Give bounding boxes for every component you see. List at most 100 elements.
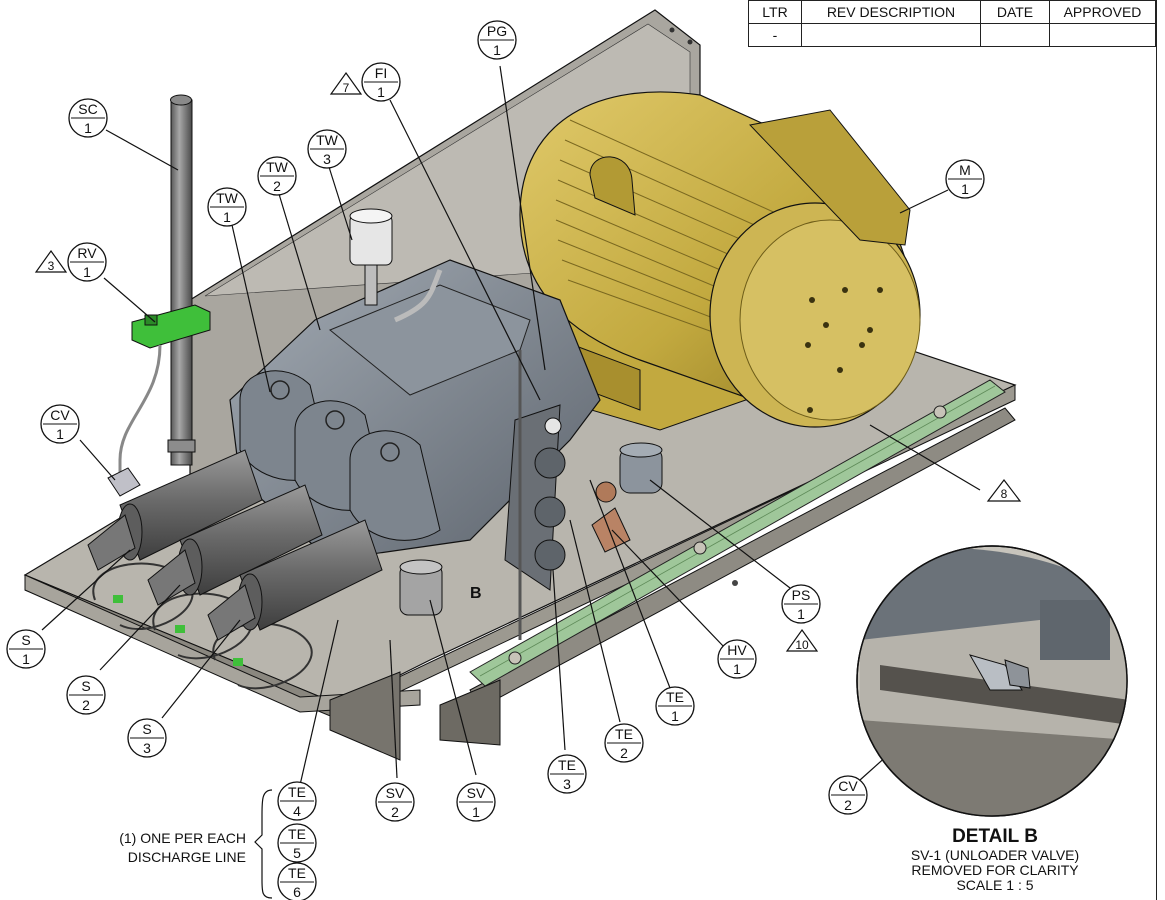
callout-tw1: TW1 xyxy=(207,187,247,227)
revision-flag-3-label: 3 xyxy=(48,259,55,273)
callout-te1-number: 1 xyxy=(671,708,679,724)
callout-te4-number: 4 xyxy=(293,803,301,819)
callout-te6-number: 6 xyxy=(293,884,301,900)
revision-flag-10-label: 10 xyxy=(795,638,809,652)
callout-hv1: HV 1 xyxy=(717,639,757,679)
revision-flag-7: 7 xyxy=(329,71,363,95)
callout-te6-tag: TE xyxy=(288,865,306,881)
revision-flag-3: 3 xyxy=(34,249,68,273)
callout-te3-tag: TE xyxy=(558,757,576,773)
callout-tw1-number: 1 xyxy=(223,209,231,225)
callout-te2-tag: TE xyxy=(615,726,633,742)
callout-hv1-tag: HV xyxy=(727,642,747,658)
suction-tank xyxy=(399,559,443,616)
callout-fi1-number: 1 xyxy=(377,84,385,100)
callout-rv1-tag: RV xyxy=(77,245,97,261)
callout-tw2-tag: TW xyxy=(266,159,289,175)
check-valve xyxy=(107,467,141,497)
pressure-switch xyxy=(619,442,663,494)
callout-m1-tag: M xyxy=(959,162,971,178)
callout-te6: TE 6 xyxy=(277,862,317,900)
rev-col-description: REV DESCRIPTION xyxy=(801,0,981,24)
callout-pg1: PG 1 xyxy=(477,20,517,60)
section-letter-b: B xyxy=(470,585,482,602)
relief-valve xyxy=(118,304,211,480)
callout-ps1-tag: PS xyxy=(792,587,811,603)
callout-te5-tag: TE xyxy=(288,826,306,842)
callout-te4: TE 4 xyxy=(277,781,317,821)
gauge-panel xyxy=(504,350,566,640)
callout-cv1-tag: CV xyxy=(50,407,70,423)
callout-te1: TE 1 xyxy=(655,686,695,726)
callout-sv2-tag: SV xyxy=(386,785,405,801)
callout-sc1: SC 1 xyxy=(68,98,108,138)
pump-block xyxy=(229,208,601,561)
callout-m1-number: 1 xyxy=(961,181,969,197)
callout-cv1-number: 1 xyxy=(56,426,64,442)
detail-line-3: SCALE 1 : 5 xyxy=(956,877,1034,893)
callout-ps1-number: 1 xyxy=(797,606,805,622)
balloon-callouts: SC1RV13TW1TW2TW3FI17PG1M1CV1S1S2S3TE4TE5… xyxy=(6,20,985,900)
callout-s2-number: 2 xyxy=(82,697,90,713)
callout-te3: TE 3 xyxy=(547,754,587,794)
callout-tw2-number: 2 xyxy=(273,178,281,194)
callout-sv1: SV 1 xyxy=(456,782,496,822)
callout-pg1-number: 1 xyxy=(493,42,501,58)
rev-description-value xyxy=(801,23,981,47)
rev-col-ltr: LTR xyxy=(748,0,802,24)
detail-line-2: REMOVED FOR CLARITY xyxy=(911,862,1079,878)
callout-sv1-tag: SV xyxy=(467,785,486,801)
drawing-frame-edge xyxy=(1156,0,1157,900)
rev-approved-value xyxy=(1049,23,1156,47)
callout-sv1-number: 1 xyxy=(472,804,480,820)
callout-s3-tag: S xyxy=(142,721,151,737)
callout-m1: M1 xyxy=(945,159,985,199)
callout-te3-number: 3 xyxy=(563,776,571,792)
callout-ps1: PS 1 10 xyxy=(781,584,821,652)
callout-s2-tag: S xyxy=(81,678,90,694)
callout-te5: TE 5 xyxy=(277,823,317,863)
hand-valve xyxy=(591,481,631,553)
callout-sc1-number: 1 xyxy=(84,120,92,136)
detail-title: DETAIL B xyxy=(952,826,1038,847)
callout-s3: S3 xyxy=(127,718,167,758)
svg-text:8: 8 xyxy=(1001,487,1008,501)
callout-te1-tag: TE xyxy=(666,689,684,705)
callout-tw2: TW 2 xyxy=(257,156,297,196)
note-line-1: (1) ONE PER EACH xyxy=(119,830,246,846)
callout-cv1: CV 1 xyxy=(40,404,80,444)
detail-b-view xyxy=(856,545,1128,817)
callout-s3-number: 3 xyxy=(143,740,151,756)
rev-col-approved: APPROVED xyxy=(1049,0,1156,24)
standpipe-column xyxy=(167,94,196,466)
detail-b-caption: DETAIL B SV-1 (UNLOADER VALVE) REMOVED F… xyxy=(890,826,1100,893)
callout-pg1-tag: PG xyxy=(487,23,507,39)
callout-cv2-tag: CV xyxy=(838,778,858,794)
note-bracket xyxy=(254,789,273,899)
callout-hv1-number: 1 xyxy=(733,661,741,677)
callout-cv2: CV2 xyxy=(828,775,868,815)
callout-tw3: TW 3 xyxy=(307,129,347,169)
callout-rv1: RV 1 3 xyxy=(34,242,107,282)
callout-te5-number: 5 xyxy=(293,845,301,861)
callout-sc1-tag: SC xyxy=(78,101,97,117)
callout-s1-number: 1 xyxy=(22,651,30,667)
callout-sv2: SV 2 xyxy=(375,782,415,822)
detail-line-1: SV-1 (UNLOADER VALVE) xyxy=(910,847,1080,863)
callout-tw3-number: 3 xyxy=(323,151,331,167)
revision-table: LTR REV DESCRIPTION DATE APPROVED - xyxy=(748,0,1156,47)
callout-rv1-number: 1 xyxy=(83,264,91,280)
callout-s1-tag: S xyxy=(21,632,30,648)
revision-flag-10: 10 xyxy=(785,628,819,652)
callout-s1: S1 xyxy=(6,629,46,669)
callout-te2: TE 2 xyxy=(604,723,644,763)
callout-te2-number: 2 xyxy=(620,745,628,761)
callout-sv2-number: 2 xyxy=(391,804,399,820)
discharge-note: (1) ONE PER EACH DISCHARGE LINE xyxy=(100,829,246,867)
callout-fi1: FI 17 xyxy=(329,62,401,102)
callout-te4-tag: TE xyxy=(288,784,306,800)
callout-tw3-tag: TW xyxy=(316,132,339,148)
callout-fi1-tag: FI xyxy=(375,65,387,81)
note-line-2: DISCHARGE LINE xyxy=(127,849,246,865)
